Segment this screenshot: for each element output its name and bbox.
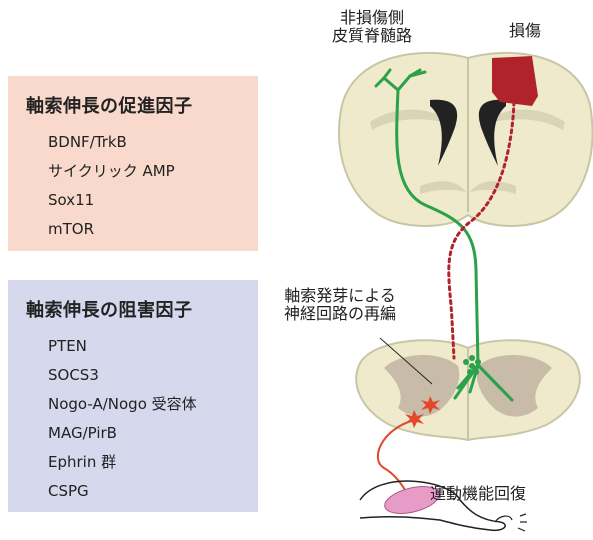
list-item: mTOR	[48, 215, 258, 244]
promoters-title: 軸索伸長の促進因子	[8, 76, 258, 118]
injury-lesion	[492, 56, 538, 106]
promoters-list: BDNF/TrkB サイクリック AMP Sox11 mTOR	[8, 128, 258, 244]
injury-label: 損傷	[500, 22, 550, 40]
list-item: Nogo-A/Nogo 受容体	[48, 390, 258, 419]
inhibitors-list: PTEN SOCS3 Nogo-A/Nogo 受容体 MAG/PirB Ephr…	[8, 332, 258, 506]
promoters-panel: 軸索伸長の促進因子 BDNF/TrkB サイクリック AMP Sox11 mTO…	[8, 76, 258, 251]
sprouting-label: 軸索発芽による 神経回路の再編	[270, 287, 410, 323]
sprouting-label-line1: 軸索発芽による	[270, 287, 410, 305]
inhibitors-title: 軸索伸長の阻害因子	[8, 280, 258, 322]
uninjured-label-line1: 非損傷側	[322, 9, 422, 27]
uninjured-tract-label: 非損傷側 皮質脊髄路	[322, 9, 422, 45]
uninjured-label-line2: 皮質脊髄路	[322, 27, 422, 45]
list-item: BDNF/TrkB	[48, 128, 258, 157]
list-item: CSPG	[48, 477, 258, 506]
inhibitors-panel: 軸索伸長の阻害因子 PTEN SOCS3 Nogo-A/Nogo 受容体 MAG…	[8, 280, 258, 512]
sprouting-label-line2: 神経回路の再編	[270, 305, 410, 323]
list-item: Ephrin 群	[48, 448, 258, 477]
list-item: MAG/PirB	[48, 419, 258, 448]
list-item: PTEN	[48, 332, 258, 361]
brain-section	[339, 53, 593, 226]
list-item: SOCS3	[48, 361, 258, 390]
recovery-label: 運動機能回復	[423, 485, 533, 503]
list-item: サイクリック AMP	[48, 157, 258, 186]
spinal-cord-section	[356, 340, 580, 440]
list-item: Sox11	[48, 186, 258, 215]
